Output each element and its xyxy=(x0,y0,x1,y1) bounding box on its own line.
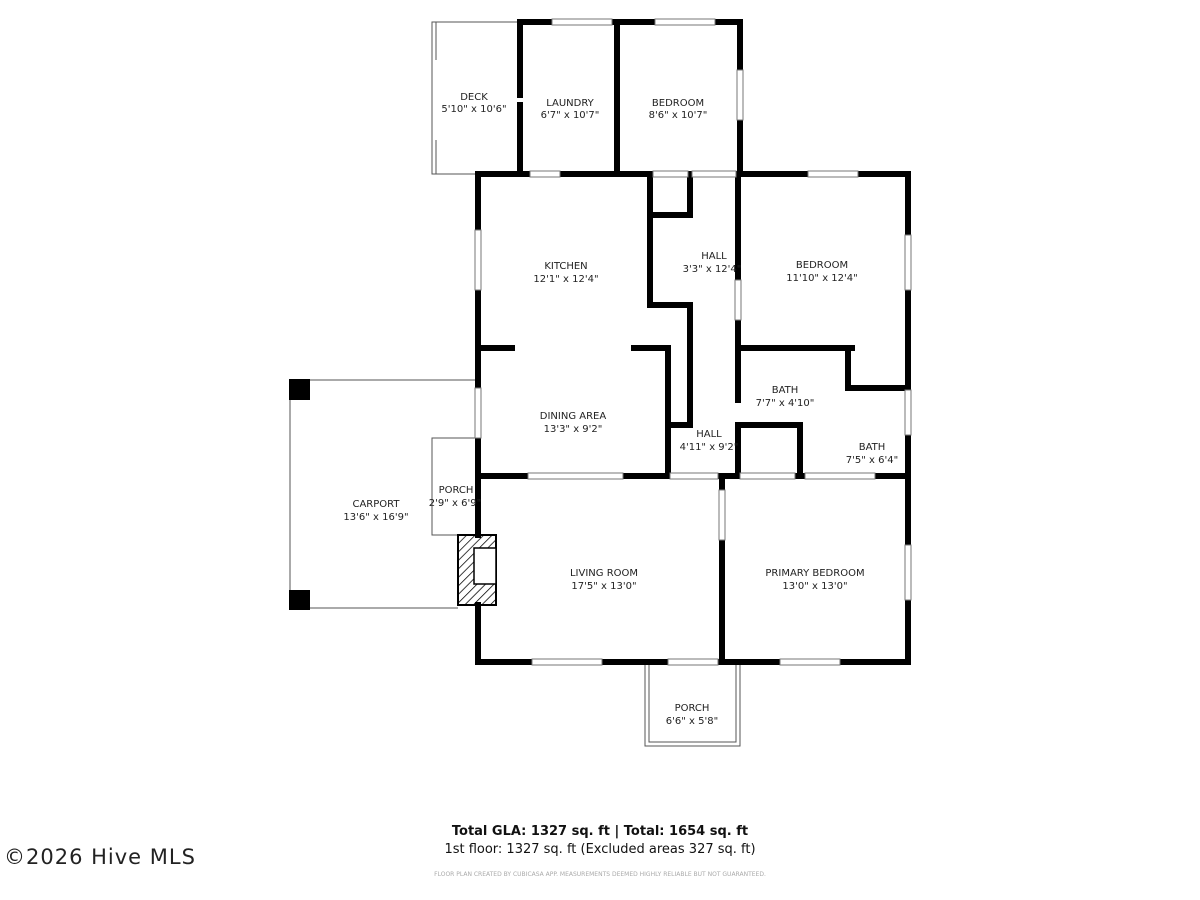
carport-post xyxy=(289,379,310,400)
room-dims: 12'1" x 12'4" xyxy=(533,274,598,285)
room-name: KITCHEN xyxy=(544,261,587,272)
room-name: BATH xyxy=(859,442,886,453)
room-dims: 4'11" x 9'2" xyxy=(680,442,739,453)
room-name: HALL xyxy=(696,429,722,440)
room-name: BEDROOM xyxy=(652,98,704,109)
room-dims: 7'7" x 4'10" xyxy=(756,398,815,409)
room-name: DECK xyxy=(460,92,488,103)
room-name: CARPORT xyxy=(352,499,400,510)
room-name: HALL xyxy=(701,251,727,262)
room-dims: 13'6" x 16'9" xyxy=(343,512,408,523)
room-dims: 11'10" x 12'4" xyxy=(786,273,858,284)
room-name: PRIMARY BEDROOM xyxy=(765,568,864,579)
floor-area: 1st floor: 1327 sq. ft (Excluded areas 3… xyxy=(444,842,756,857)
room-dims: 13'3" x 9'2" xyxy=(544,424,603,435)
room-name: DINING AREA xyxy=(540,411,607,422)
room-dims: 5'10" x 10'6" xyxy=(441,104,506,115)
room-name: LAUNDRY xyxy=(546,98,594,109)
total-area: Total GLA: 1327 sq. ft | Total: 1654 sq.… xyxy=(451,824,749,839)
room-name: PORCH xyxy=(439,485,474,496)
carport-outline xyxy=(289,379,478,610)
room-dims: 8'6" x 10'7" xyxy=(649,110,708,121)
carport-post xyxy=(289,590,310,610)
room-dims: 6'6" x 5'8" xyxy=(666,716,718,727)
room-name: LIVING ROOM xyxy=(570,568,638,579)
disclaimer: FLOOR PLAN CREATED BY CUBICASA APP. MEAS… xyxy=(434,871,766,878)
watermark: ©2026 Hive MLS xyxy=(4,845,196,869)
room-dims: 3'3" x 12'4" xyxy=(683,264,742,275)
room-dims: 13'0" x 13'0" xyxy=(782,581,847,592)
front-porch-outline xyxy=(644,662,741,747)
room-dims: 7'5" x 6'4" xyxy=(846,455,898,466)
room-dims: 17'5" x 13'0" xyxy=(571,581,636,592)
room-labels: DECK 5'10" x 10'6" LAUNDRY 6'7" x 10'7" … xyxy=(343,92,898,727)
room-name: BEDROOM xyxy=(796,260,848,271)
side-porch-outline xyxy=(431,437,478,536)
room-name: PORCH xyxy=(675,703,710,714)
windows xyxy=(474,18,912,666)
room-name: BATH xyxy=(772,385,799,396)
room-dims: 2'9" x 6'9" xyxy=(429,498,481,509)
room-dims: 6'7" x 10'7" xyxy=(541,110,600,121)
fireplace xyxy=(457,534,497,606)
